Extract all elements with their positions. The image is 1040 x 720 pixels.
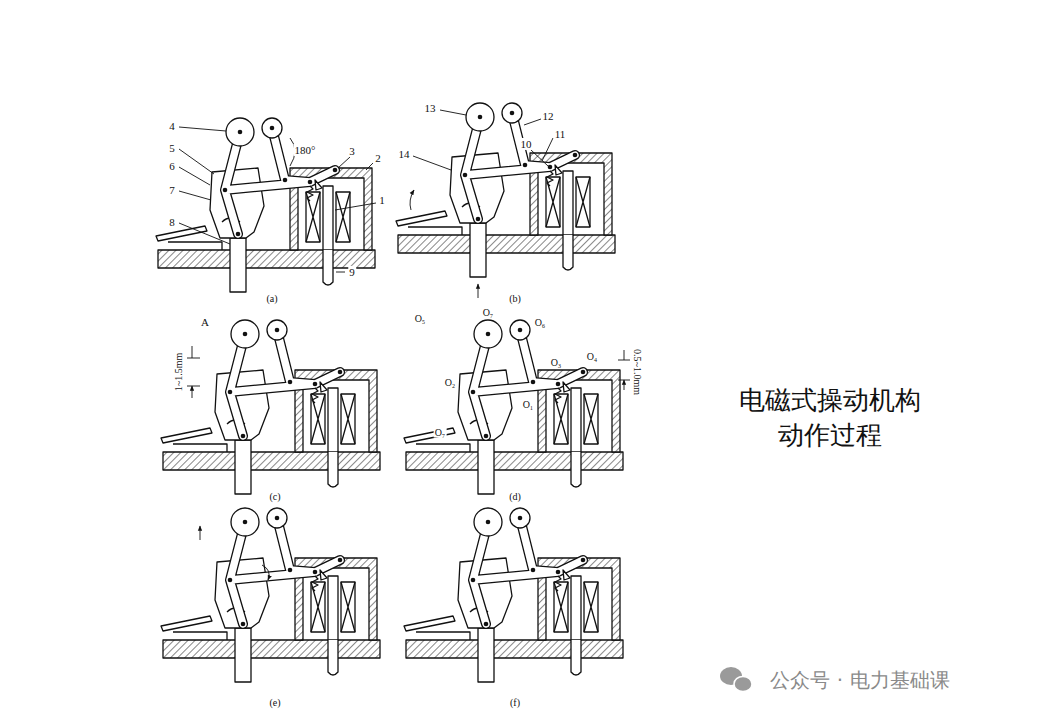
pivot-label: O₂ [444, 377, 457, 388]
callout-number: 5 [168, 142, 176, 154]
angle-label: 180° [294, 144, 317, 156]
diagram-title: 电磁式操动机构 动作过程 [725, 383, 935, 453]
callout-number: 1 [378, 194, 386, 206]
pivot-label: O₁ [522, 399, 535, 410]
subfigure-label: (a) [265, 293, 278, 304]
pivot-label: O₄ [586, 351, 599, 362]
subfigure-label: (d) [508, 491, 522, 502]
callout-number: 6 [168, 160, 176, 172]
pivot-label: O₅ [414, 313, 427, 324]
subfigure-label: (b) [508, 293, 522, 304]
callout-number: 3 [348, 145, 356, 157]
dimension-label: 1~1.5mm [173, 352, 184, 392]
pivot-label: O₇ [434, 427, 447, 438]
pivot-label: O₆ [534, 317, 547, 328]
callout-number: 7 [168, 184, 176, 196]
dimension-label: 0.5~1.0mm [632, 348, 643, 396]
callout-number: 8 [168, 216, 176, 228]
point-label: A [200, 316, 210, 328]
callout-number: 11 [554, 128, 567, 140]
watermark: 公众号 · 电力基础课 [769, 669, 950, 691]
callout-number: 14 [398, 148, 411, 160]
callout-number: 9 [348, 266, 356, 278]
callout-number: 12 [542, 110, 555, 122]
watermark-icon [720, 667, 752, 692]
callout-number: 2 [374, 152, 382, 164]
subfigure-label: (f) [509, 697, 521, 708]
pivot-label: O₇ [482, 307, 495, 318]
subfigure-label: (c) [268, 491, 281, 502]
callout-number: 10 [520, 138, 533, 150]
callout-number: 4 [168, 120, 176, 132]
pivot-label: O₃ [550, 357, 563, 368]
subfigure-label: (e) [268, 697, 281, 708]
callout-number: 13 [424, 102, 437, 114]
